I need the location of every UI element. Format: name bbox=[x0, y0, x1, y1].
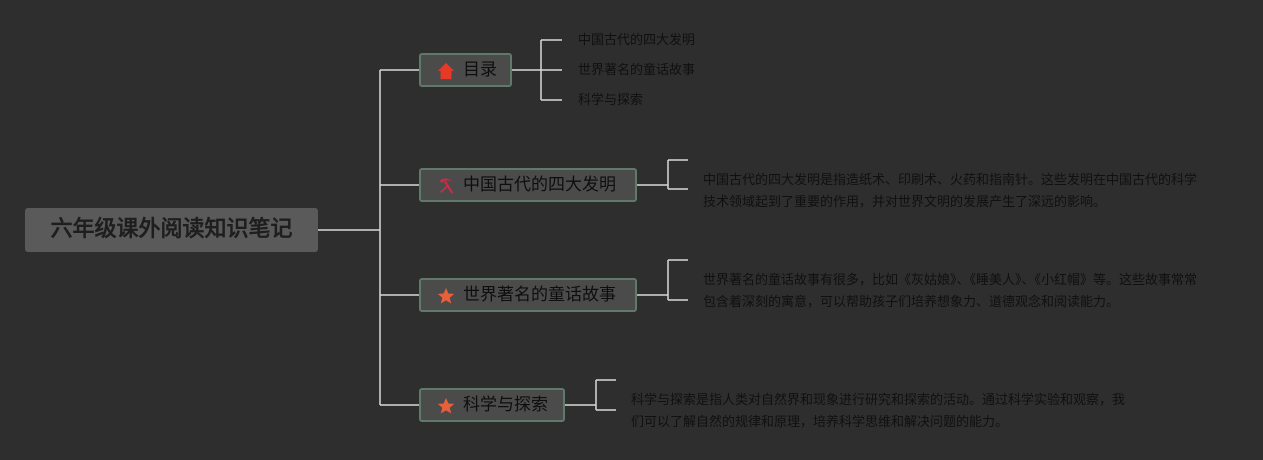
home-icon bbox=[437, 62, 455, 80]
note-text: 科学与探索是指人类对自然界和现象进行研究和探索的活动。通过科学实验和观察，我们可… bbox=[631, 393, 1126, 430]
branch-label: 中国古代的四大发明 bbox=[463, 175, 616, 195]
branch-four-inventions[interactable]: 中国古代的四大发明 bbox=[419, 168, 637, 202]
branch-fairy-tales[interactable]: 世界著名的童话故事 bbox=[419, 278, 637, 312]
star-icon bbox=[437, 397, 455, 414]
leaf-item[interactable]: 世界著名的童话故事 bbox=[578, 63, 696, 78]
root-title: 六年级课外阅读知识笔记 bbox=[50, 217, 293, 242]
pick-hammer-icon bbox=[439, 178, 454, 194]
note-text: 中国古代的四大发明是指造纸术、印刷术、火药和指南针。这些发明在中国古代的科学技术… bbox=[703, 173, 1198, 210]
branch-science-exploration[interactable]: 科学与探索 bbox=[419, 388, 565, 422]
branch-label: 目录 bbox=[463, 60, 497, 80]
branch-label: 世界著名的童话故事 bbox=[463, 285, 616, 305]
note-text: 世界著名的童话故事有很多，比如《灰姑娘》、《睡美人》、《小红帽》等。这些故事常常… bbox=[703, 273, 1198, 310]
leaf-item[interactable]: 科学与探索 bbox=[578, 93, 644, 108]
leaf-item[interactable]: 中国古代的四大发明 bbox=[578, 33, 696, 48]
branch-label: 科学与探索 bbox=[463, 395, 548, 415]
root-topic[interactable]: 六年级课外阅读知识笔记 bbox=[25, 208, 318, 252]
star-icon bbox=[437, 287, 455, 304]
branch-contents[interactable]: 目录 bbox=[419, 53, 512, 87]
